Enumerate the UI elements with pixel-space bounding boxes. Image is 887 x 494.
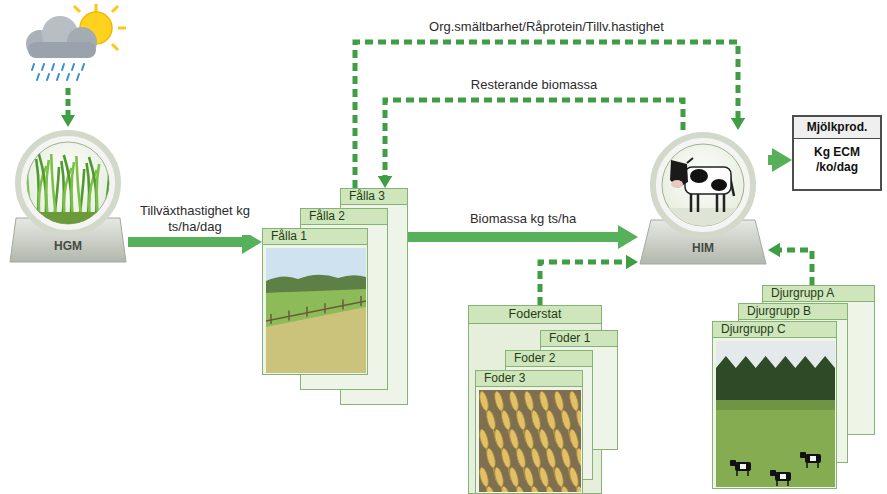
edge-label: Biomassa kg ts/ha (468, 211, 578, 227)
card-title: Fålla 1 (263, 229, 367, 245)
box-heading: Mjölkprod. (794, 117, 880, 139)
model-name: HIM (638, 241, 768, 256)
box-body: Kg ECM /ko/dag (794, 139, 880, 181)
output-box: Mjölkprod.Kg ECM /ko/dag (792, 115, 882, 191)
edge-label: Tillväxthastighet kg ts/ha/dag (131, 203, 260, 235)
card-title: Foder 1 (541, 331, 617, 347)
edge-label: Org.smältbarhet/Råprotein/Tillv.hastighe… (427, 19, 666, 35)
model-circle: HIM (638, 130, 768, 268)
card-title: Fålla 2 (301, 209, 387, 225)
card-title: Foder 2 (506, 351, 592, 367)
feed-card: Foder 3 (475, 370, 583, 494)
dashed-arrow (780, 250, 812, 285)
flow-arrow (408, 232, 618, 242)
paddock-card: Fålla 1 (262, 228, 368, 375)
herd-photo (713, 322, 838, 490)
flow-arrow (768, 155, 772, 165)
box-heading: Foderstat (469, 306, 601, 324)
edge-label: Resterande biomassa (469, 77, 599, 93)
card-title: Djurgrupp B (739, 304, 847, 320)
flow-arrow (128, 237, 242, 247)
weather-arrow (61, 88, 75, 127)
card-title: Djurgrupp C (713, 322, 836, 338)
model-name: HGM (8, 239, 128, 254)
pasture-photo (263, 229, 369, 376)
animal-group-card: Djurgrupp C (712, 321, 837, 489)
wheat-photo (476, 371, 584, 494)
card-title: Foder 3 (476, 371, 582, 387)
model-circle: HGM (8, 128, 128, 266)
dashed-arrow (355, 42, 738, 188)
cloud-symbol (26, 16, 97, 58)
card-title: Fålla 3 (341, 189, 407, 205)
card-title: Djurgrupp A (763, 286, 874, 302)
dashed-arrow (540, 262, 626, 305)
dashed-arrow (385, 100, 683, 176)
rain-symbol (32, 64, 84, 80)
